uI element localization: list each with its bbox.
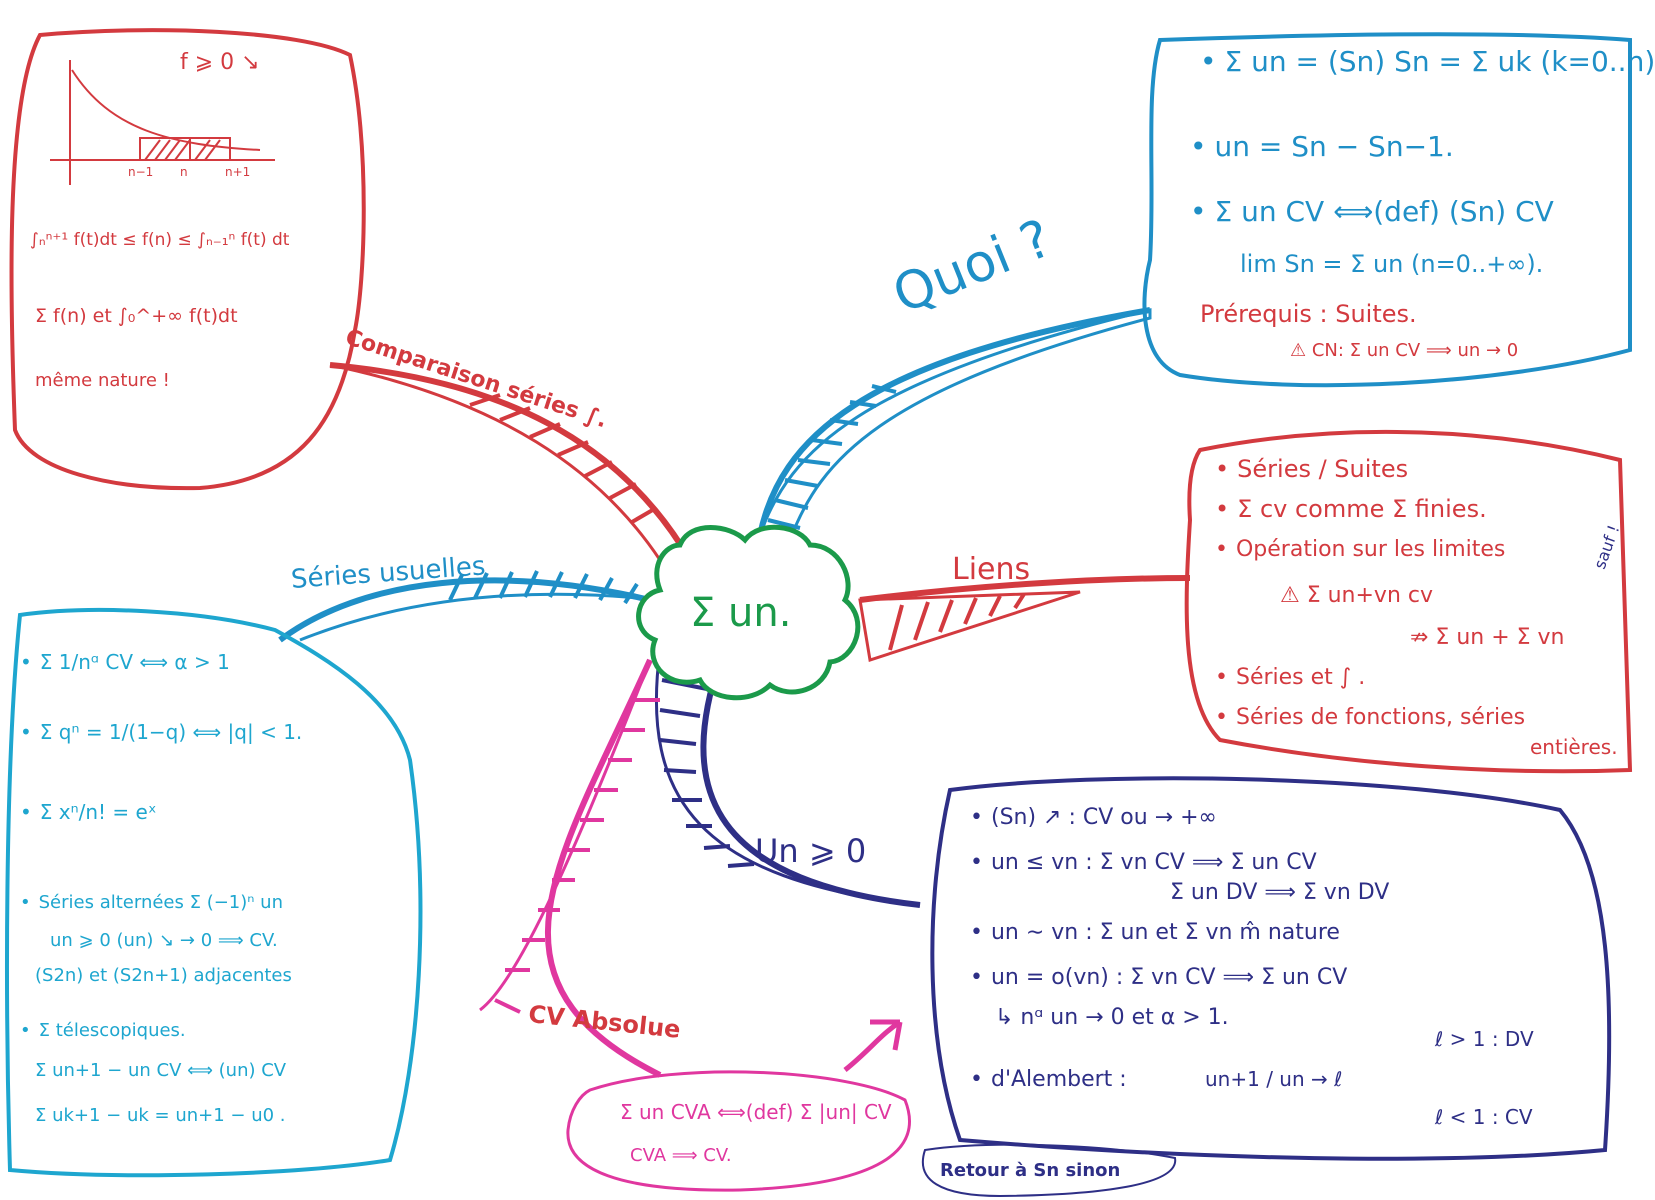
- branch-usuelles-band: [299, 592, 661, 642]
- un-pos-line-5: un = o(vn) : Σ vn CV ⟹ Σ un CV: [970, 965, 1347, 990]
- un-pos-line-6: ↳ nᵅ un → 0 et α > 1.: [995, 1005, 1229, 1030]
- branch-quoi-hatch: [767, 384, 897, 530]
- branch-quoi-band: [757, 308, 1152, 542]
- usuelles-line-3: Σ xⁿ/n! = eˣ: [20, 800, 157, 824]
- un-pos-line-2: un ≤ vn : Σ vn CV ⟹ Σ un CV: [970, 850, 1317, 875]
- liens-line-3: Opération sur les limites: [1215, 537, 1505, 562]
- quoi-line-5: Prérequis : Suites.: [1200, 300, 1417, 328]
- quoi-box: Σ un = (Sn) Sn = Σ uk (k=0..n) un = Sn −…: [1180, 45, 1655, 375]
- un-pos-line-8: un+1 / un → ℓ: [1205, 1067, 1343, 1091]
- liens-line-6: Séries et ∫ .: [1215, 665, 1365, 690]
- quoi-line-3: Σ un CV ⟺(def) (Sn) CV: [1190, 195, 1554, 228]
- comparaison-line-1: ∫ₙⁿ⁺¹ f(t)dt ≤ f(n) ≤ ∫ₙ₋₁ⁿ f(t) dt: [30, 230, 290, 250]
- quoi-line-1: Σ un = (Sn) Sn = Σ uk (k=0..n): [1200, 45, 1655, 78]
- branch-label-liens: Liens: [952, 552, 1031, 587]
- usuelles-line-6: (S2n) et (S2n+1) adjacentes: [35, 965, 292, 986]
- liens-line-2: Σ cv comme Σ finies.: [1215, 495, 1487, 523]
- usuelles-line-4: Séries alternées Σ (−1)ⁿ un: [20, 892, 283, 913]
- comparaison-line-2: Σ f(n) et ∫₀^+∞ f(t)dt: [35, 305, 238, 327]
- center-label: Σ un.: [690, 590, 792, 636]
- branch-comparaison: [329, 362, 693, 562]
- branch-usuelles-hatch: [448, 570, 639, 605]
- liens-line-7: Séries de fonctions, séries: [1215, 705, 1525, 730]
- center-cloud: [636, 524, 861, 701]
- liens-box-outline: [1184, 429, 1633, 774]
- cv-abs-box: Σ un CVA ⟺(def) Σ |un| CV CVA ⟹ CV.: [620, 1095, 910, 1185]
- axis-label-n-minus-1: n−1: [128, 165, 154, 179]
- usuelles-line-9: Σ uk+1 − uk = un+1 − u0 .: [35, 1105, 286, 1126]
- liens-line-4: ⚠ Σ un+vn cv: [1280, 583, 1434, 608]
- retour-note: Retour à Sn sinon: [940, 1160, 1121, 1181]
- branch-comparaison-hatch: [469, 393, 658, 524]
- comparaison-line-3: même nature !: [35, 370, 170, 391]
- quoi-box-outline: [1142, 32, 1632, 388]
- comparaison-box: f ⩾ 0 ↘ n−1 n n+1 ∫ₙⁿ⁺¹ f(t)dt ≤ f(n) ≤ …: [30, 50, 360, 470]
- liens-line-1: Séries / Suites: [1215, 455, 1408, 483]
- usuelles-box-outline: [5, 608, 423, 1178]
- un-pos-line-7: d'Alembert :: [970, 1067, 1127, 1092]
- cv-abs-line-1: Σ un CVA ⟺(def) Σ |un| CV: [620, 1100, 892, 1124]
- branch-comparaison-band: [329, 363, 662, 561]
- axis-label-n-plus-1: n+1: [225, 165, 251, 179]
- liens-side-note: sauf !: [1590, 522, 1624, 572]
- branch-quoi: [757, 307, 1151, 536]
- cv-abs-box-outline: [566, 1070, 911, 1192]
- axis-label-n: n: [180, 165, 188, 179]
- un-pos-line-4: un ∼ vn : Σ un et Σ vn m̂ nature: [970, 920, 1340, 945]
- usuelles-line-5: un ⩾ 0 (un) ↘ → 0 ⟹ CV.: [50, 930, 278, 951]
- quoi-line-6: ⚠ CN: Σ un CV ⟹ un → 0: [1290, 340, 1519, 361]
- quoi-line-4: lim Sn = Σ un (n=0..+∞).: [1240, 250, 1544, 278]
- integral-mini-graph: [50, 60, 275, 185]
- branch-cv-abs-hatch: [494, 698, 660, 1014]
- usuelles-line-7: Σ télescopiques.: [20, 1020, 186, 1041]
- usuelles-line-1: Σ 1/nᵅ CV ⟺ α > 1: [20, 650, 230, 674]
- liens-line-5: ⇏ Σ un + Σ vn: [1410, 625, 1565, 650]
- liens-line-8: entières.: [1530, 735, 1618, 759]
- usuelles-line-8: Σ un+1 − un CV ⟺ (un) CV: [35, 1060, 287, 1081]
- branch-liens-band: [858, 590, 1081, 662]
- liens-box: Séries / Suites Σ cv comme Σ finies. Opé…: [1210, 455, 1630, 765]
- arrow-cv-abs-to-un: [843, 1019, 902, 1072]
- branch-usuelles: [278, 577, 671, 643]
- comparaison-header: f ⩾ 0 ↘: [180, 50, 260, 75]
- un-pos-box-outline: [930, 776, 1612, 1161]
- usuelles-box: Σ 1/nᵅ CV ⟺ α > 1 Σ qⁿ = 1/(1−q) ⟺ |q| <…: [20, 640, 410, 1160]
- un-pos-line-3: Σ un DV ⟹ Σ vn DV: [1170, 880, 1390, 905]
- branch-cv-abs: [544, 658, 662, 1078]
- quoi-line-2: un = Sn − Sn−1.: [1190, 130, 1454, 163]
- un-pos-line-9: ℓ > 1 : DV: [1435, 1027, 1534, 1051]
- usuelles-line-2: Σ qⁿ = 1/(1−q) ⟺ |q| < 1.: [20, 720, 303, 744]
- un-pos-line-1: (Sn) ↗ : CV ou → +∞: [970, 805, 1217, 830]
- cv-abs-line-2: CVA ⟹ CV.: [630, 1145, 732, 1166]
- un-pos-line-10: ℓ < 1 : CV: [1435, 1105, 1533, 1129]
- un-pos-box: (Sn) ↗ : CV ou → +∞ un ≤ vn : Σ vn CV ⟹ …: [965, 805, 1605, 1145]
- branch-liens-hatch: [888, 592, 1026, 651]
- branch-liens: [859, 575, 1191, 603]
- branch-label-un-pos: Un ⩾ 0: [755, 832, 867, 870]
- comparaison-box-outline: [9, 28, 366, 491]
- arrow-head-cv-abs: [870, 1019, 903, 1051]
- retour-note-outline: [921, 1143, 1177, 1198]
- branch-un-pos-hatch: [659, 678, 755, 868]
